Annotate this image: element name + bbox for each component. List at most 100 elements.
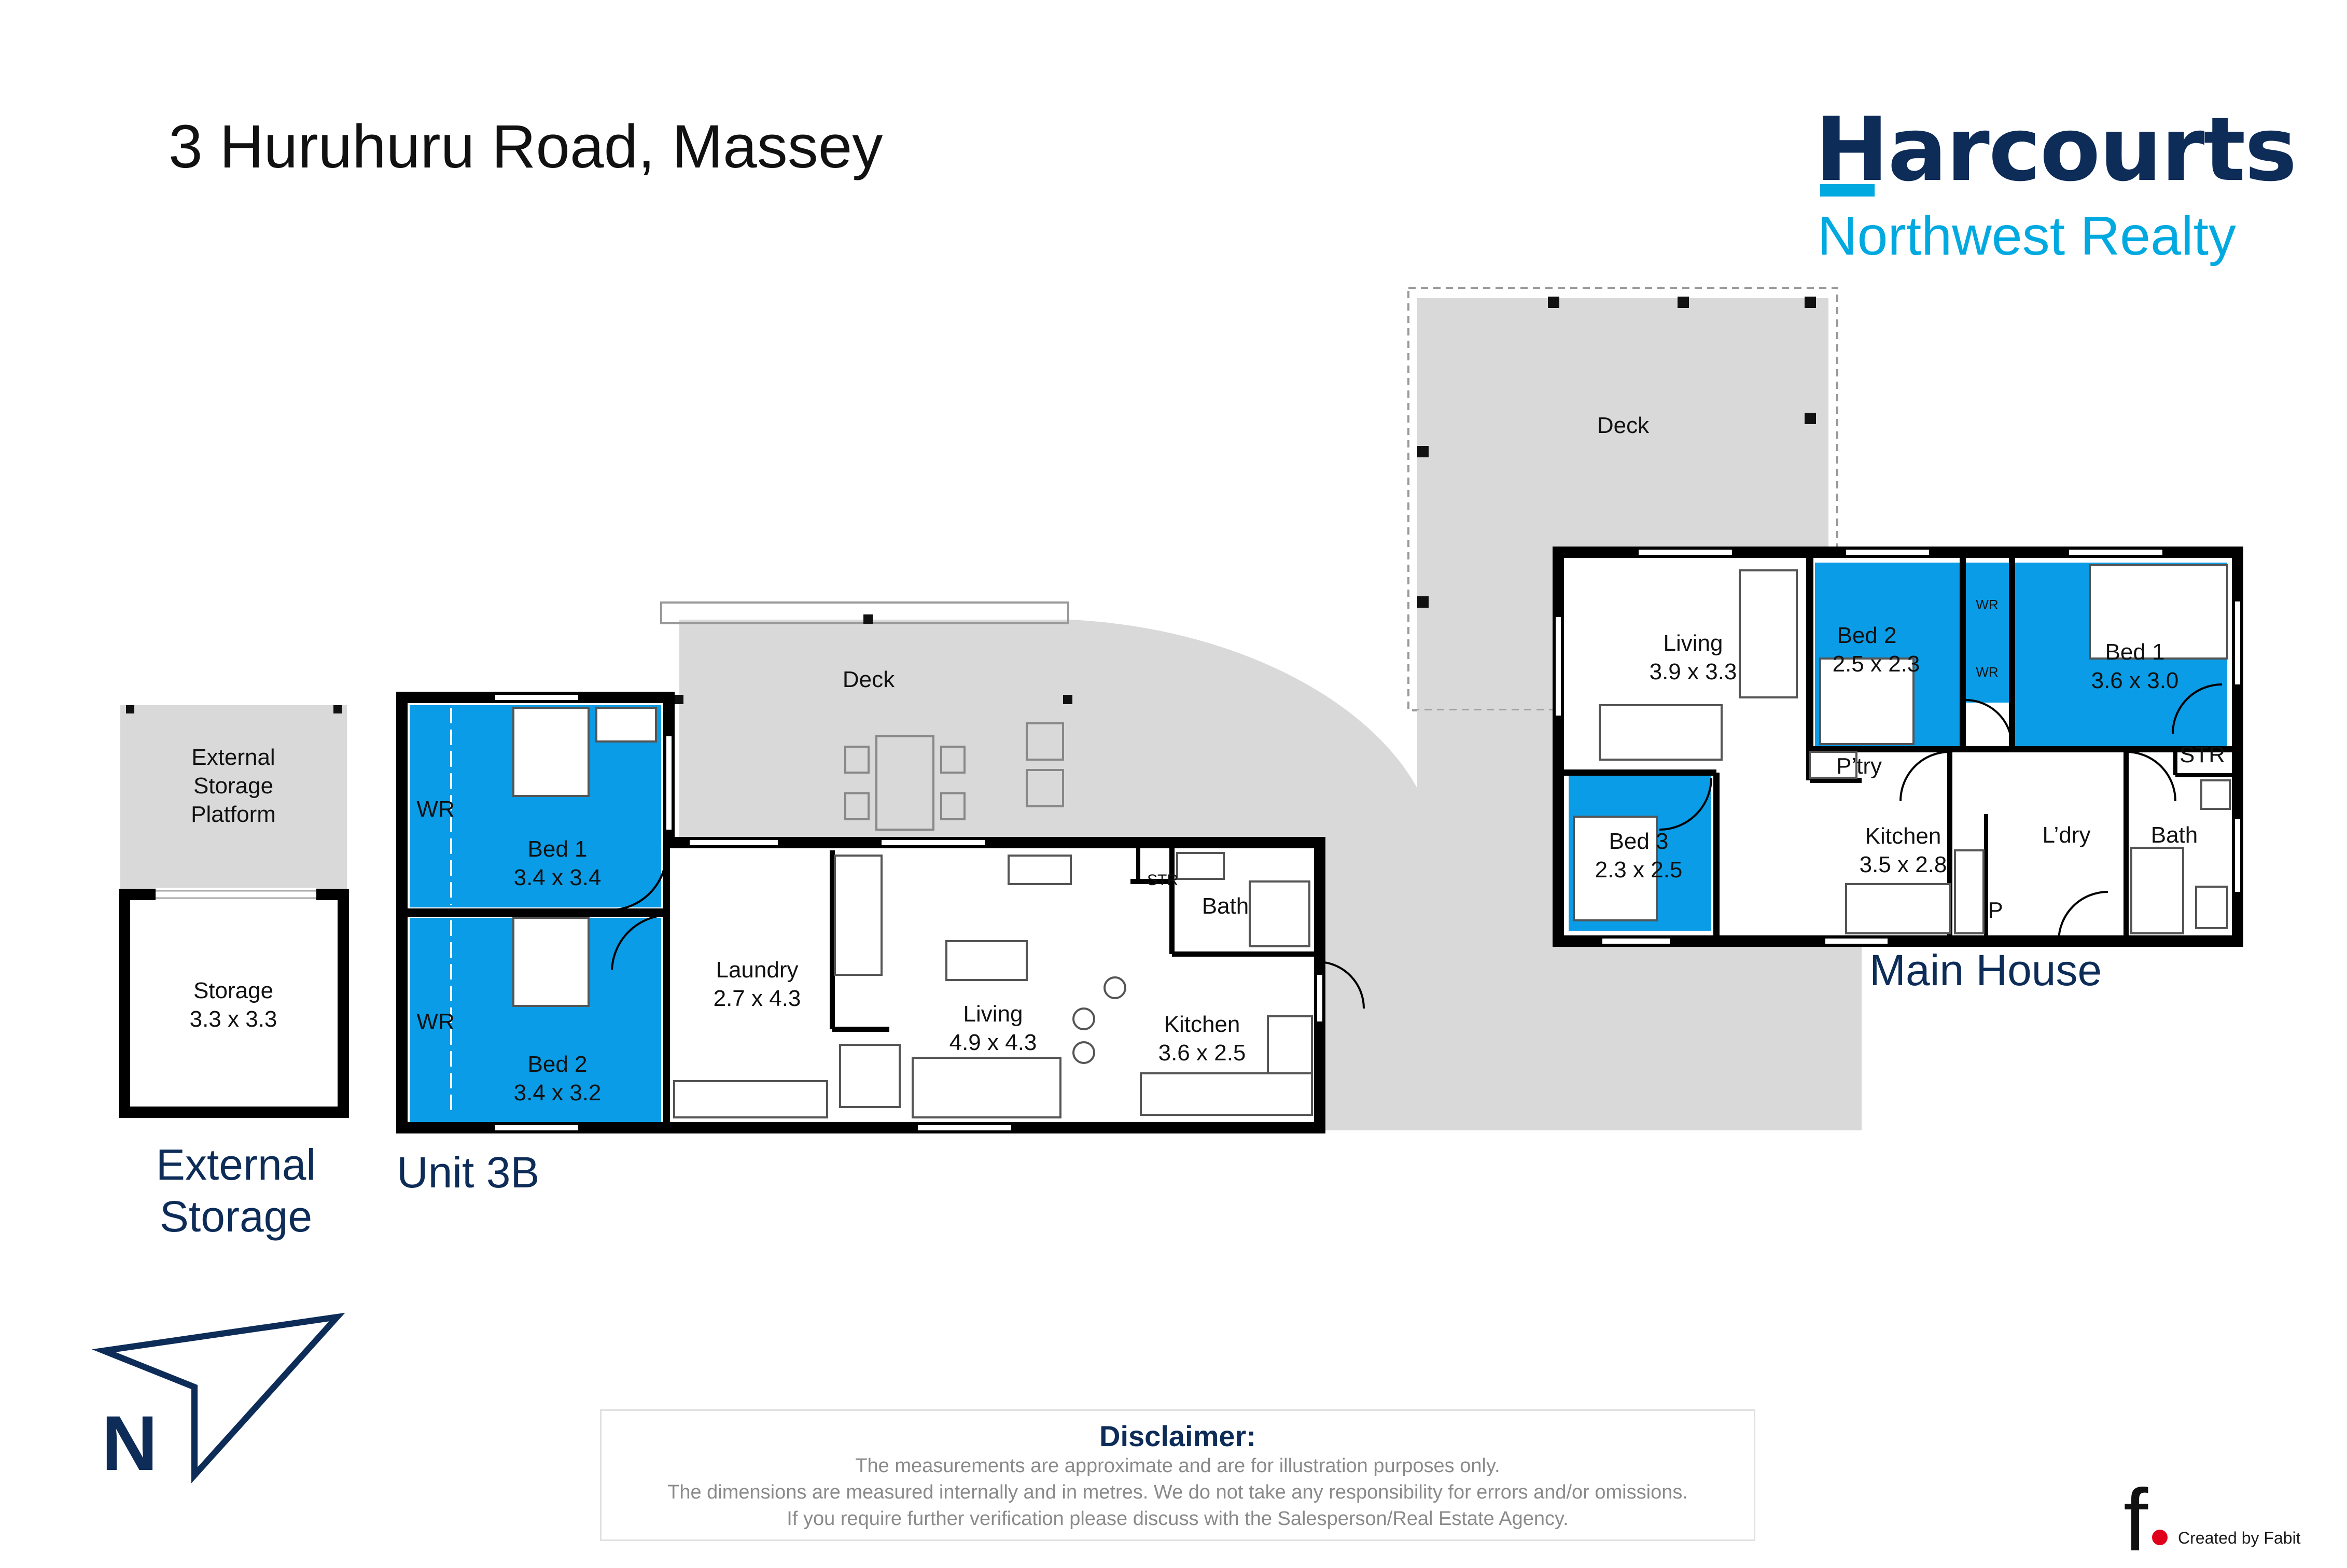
unit-kitchen-dims: 3.6 x 2.5 <box>1158 1040 1246 1066</box>
sofa <box>1599 704 1723 761</box>
outdoor-lounger <box>1026 769 1064 807</box>
couch <box>912 1057 1061 1118</box>
bed-outline <box>2089 564 2228 660</box>
bed-outline <box>1573 816 1658 921</box>
main-bed3-dims: 2.3 x 2.5 <box>1595 857 1683 883</box>
main-windows <box>1556 550 2240 944</box>
external-storage-label-line2: Storage <box>160 1192 312 1241</box>
disclaimer-line: The measurements are approximate and are… <box>855 1455 1500 1477</box>
deck-posts <box>126 297 1816 713</box>
deck-post <box>1063 695 1072 704</box>
unit-bed2-name: Bed 2 <box>528 1052 588 1077</box>
storage-platform-label-line: Platform <box>191 802 276 827</box>
deck-post <box>863 614 873 624</box>
bathtub <box>2130 847 2184 934</box>
driveway-path <box>1069 620 1862 1130</box>
fabit-logo-icon: f <box>2124 1471 2168 1568</box>
unit-outer-wall <box>396 692 1325 1133</box>
unit-deck-label: Deck <box>843 667 895 692</box>
deck-post <box>1548 297 1559 308</box>
main-deck-outline <box>1407 287 1838 711</box>
unit-laundry-dims: 2.7 x 4.3 <box>714 986 801 1011</box>
north-arrow-icon <box>91 1312 345 1483</box>
storage-dims: 3.3 x 3.3 <box>190 1006 277 1032</box>
main-fixtures <box>1573 564 2231 934</box>
dining-chair <box>1072 1041 1095 1064</box>
unit-windows <box>495 695 1322 1130</box>
deck-post <box>1805 297 1816 308</box>
main-bed1-dims: 3.6 x 3.0 <box>2091 668 2179 693</box>
main-laundry-label: L’dry <box>2043 822 2091 848</box>
door-swing <box>1319 961 1365 1009</box>
outdoor-chair <box>844 792 870 820</box>
vanity <box>1176 852 1225 880</box>
deck-post <box>1805 413 1816 424</box>
armchair <box>839 1044 901 1108</box>
unit-3b-building <box>396 692 1365 1133</box>
bed-outline <box>1819 657 1915 745</box>
door-swing <box>611 852 668 911</box>
north-arrow: N <box>91 1312 345 1487</box>
main-bed2-dims: 2.5 x 2.3 <box>1833 651 1920 677</box>
unit-3b-label: Unit 3B <box>397 1148 539 1197</box>
outdoor-chair <box>940 792 966 820</box>
deck-post <box>1417 596 1429 608</box>
main-living-name: Living <box>1664 631 1723 656</box>
deck-post <box>1417 446 1429 457</box>
main-bed1-name: Bed 1 <box>2105 639 2165 665</box>
main-deck-label: Deck <box>1597 413 1650 438</box>
dining-chair <box>1072 1007 1095 1030</box>
building-labels: External Storage Unit 3B Main House <box>156 946 2102 1241</box>
disclaimer-line: If you require further verification plea… <box>787 1508 1569 1530</box>
door-swing <box>2172 683 2223 734</box>
main-kitchen-dims: 3.5 x 2.8 <box>1860 852 1947 877</box>
outdoor-chair <box>940 746 966 774</box>
outdoor-furniture <box>844 722 1064 831</box>
main-door-swings <box>1659 683 2223 942</box>
storage-room <box>119 889 349 1118</box>
page-title: 3 Huruhuru Road, Massey <box>169 113 883 181</box>
external-storage-label-line1: External <box>156 1140 316 1189</box>
door-swing <box>611 914 667 970</box>
fabit-dot <box>2152 1530 2168 1545</box>
storage-name: Storage <box>193 978 273 1003</box>
main-bed3-name: Bed 3 <box>1609 829 1669 854</box>
kitchen-bench <box>1845 883 1951 934</box>
main-wr-fill <box>1965 563 2012 703</box>
door-swing <box>1659 777 1712 831</box>
unit-bed1-name: Bed 1 <box>528 836 588 862</box>
laundry-tub <box>1954 849 1985 934</box>
door-swing <box>2126 751 2176 802</box>
deck-post <box>333 705 342 713</box>
unit-laundry-name: Laundry <box>716 957 798 983</box>
tv-unit <box>1008 855 1072 885</box>
deck-post <box>1678 297 1689 308</box>
bed-outline <box>512 917 590 1007</box>
unit-door-swings <box>611 852 1365 1009</box>
outdoor-lounger <box>1026 722 1064 761</box>
external-storage-building <box>119 888 349 1118</box>
main-kitchen-name: Kitchen <box>1865 823 1941 849</box>
sofa <box>834 855 883 976</box>
main-str-label: STR <box>2180 742 2225 767</box>
laundry-bench <box>673 1080 828 1118</box>
main-bath-label: Bath <box>2151 822 2198 848</box>
unit-bed2-dims: 3.4 x 3.2 <box>514 1080 602 1105</box>
main-wr-label: WR <box>1976 664 1998 680</box>
door-swing <box>2058 891 2108 942</box>
main-p-label: P <box>1988 898 2003 923</box>
kitchen-bench <box>1140 1072 1313 1116</box>
pantry-box <box>1809 751 1857 779</box>
main-house-label: Main House <box>1869 946 2102 995</box>
logo-subtitle: Northwest Realty <box>1818 205 2237 267</box>
unit-living-name: Living <box>963 1001 1023 1027</box>
storage-platform-label-line: Storage <box>193 773 273 799</box>
bed-outline <box>512 707 590 797</box>
vanity <box>2200 779 2231 810</box>
deck-post <box>674 695 683 704</box>
unit-bath-label: Bath <box>1202 893 1249 919</box>
main-wr-label: WR <box>1976 597 1998 612</box>
unit-deck <box>679 620 1069 843</box>
